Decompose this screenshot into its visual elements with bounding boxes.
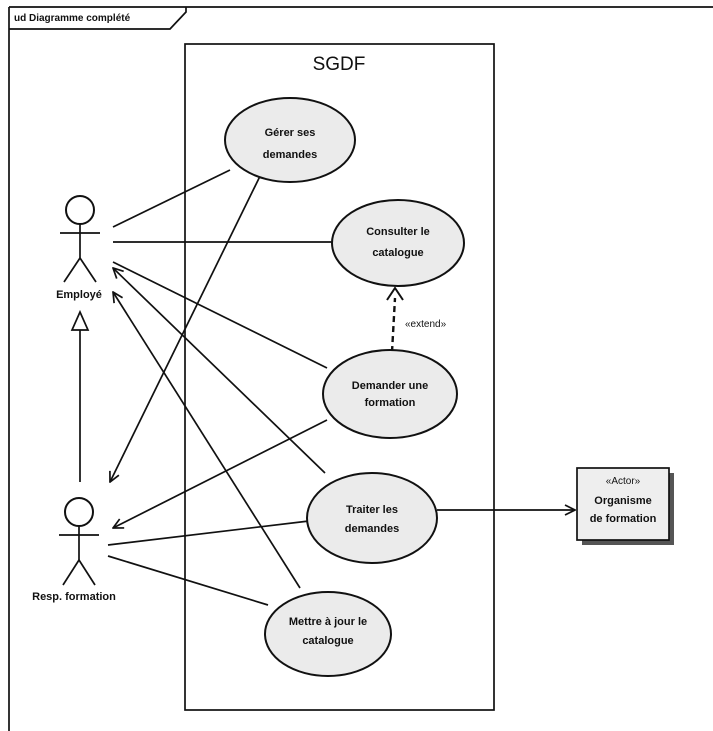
assoc-gerer-resp — [110, 167, 265, 482]
use-case-consulter[interactable]: Consulter le catalogue — [331, 199, 465, 287]
use-case-gerer[interactable]: Gérer ses demandes — [224, 97, 356, 183]
assoc-employe-gerer — [112, 169, 231, 228]
use-case-gerer-line1: Gérer ses — [265, 127, 316, 139]
use-case-maj-line2: catalogue — [302, 635, 353, 647]
actor-employe-icon — [60, 195, 100, 283]
actor-organisme-line1: Organisme — [594, 495, 651, 507]
actor-organisme-line2: de formation — [590, 513, 657, 525]
use-case-maj-line1: Mettre à jour le — [289, 616, 367, 628]
assoc-employe-demander — [112, 261, 328, 369]
extend-line — [390, 297, 397, 353]
actor-resp-formation[interactable]: Resp. formation — [32, 497, 116, 603]
diagram-frame: ud Diagramme complété — [8, 6, 713, 731]
actor-employe-label: Employé — [56, 289, 102, 301]
assoc-resp-maj — [107, 555, 269, 606]
use-case-demander-line2: formation — [365, 397, 416, 409]
system-name: SGDF — [313, 54, 366, 75]
assoc-maj-employe — [113, 292, 301, 589]
actor-stereotype: «Actor» — [606, 476, 641, 487]
frame-title: ud Diagramme complété — [14, 13, 131, 24]
actor-resp-formation-label: Resp. formation — [32, 591, 116, 603]
use-case-traiter-line2: demandes — [345, 523, 399, 535]
use-case-consulter-line1: Consulter le — [366, 226, 430, 238]
assoc-demander-resp — [113, 419, 328, 528]
extend-arrowhead — [386, 286, 404, 301]
use-case-consulter-line2: catalogue — [372, 247, 423, 259]
actor-employe[interactable]: Employé — [56, 195, 102, 301]
associations — [70, 167, 575, 606]
use-case-traiter[interactable]: Traiter les demandes — [306, 472, 438, 564]
assoc-resp-traiter — [107, 520, 310, 546]
use-case-demander-line1: Demander une — [352, 380, 428, 392]
actor-resp-formation-icon — [59, 497, 99, 586]
actor-organisme-box[interactable]: «Actor» Organisme de formation — [576, 467, 674, 545]
use-case-gerer-line2: demandes — [263, 149, 317, 161]
system-boundary: SGDF — [184, 43, 495, 711]
use-case-traiter-line1: Traiter les — [346, 504, 398, 516]
assoc-traiter-employe — [113, 268, 326, 474]
generalization-arrowhead — [70, 309, 90, 331]
extend-label: «extend» — [405, 319, 447, 330]
use-case-maj[interactable]: Mettre à jour le catalogue — [264, 591, 392, 677]
use-case-demander[interactable]: Demander une formation — [322, 349, 458, 439]
